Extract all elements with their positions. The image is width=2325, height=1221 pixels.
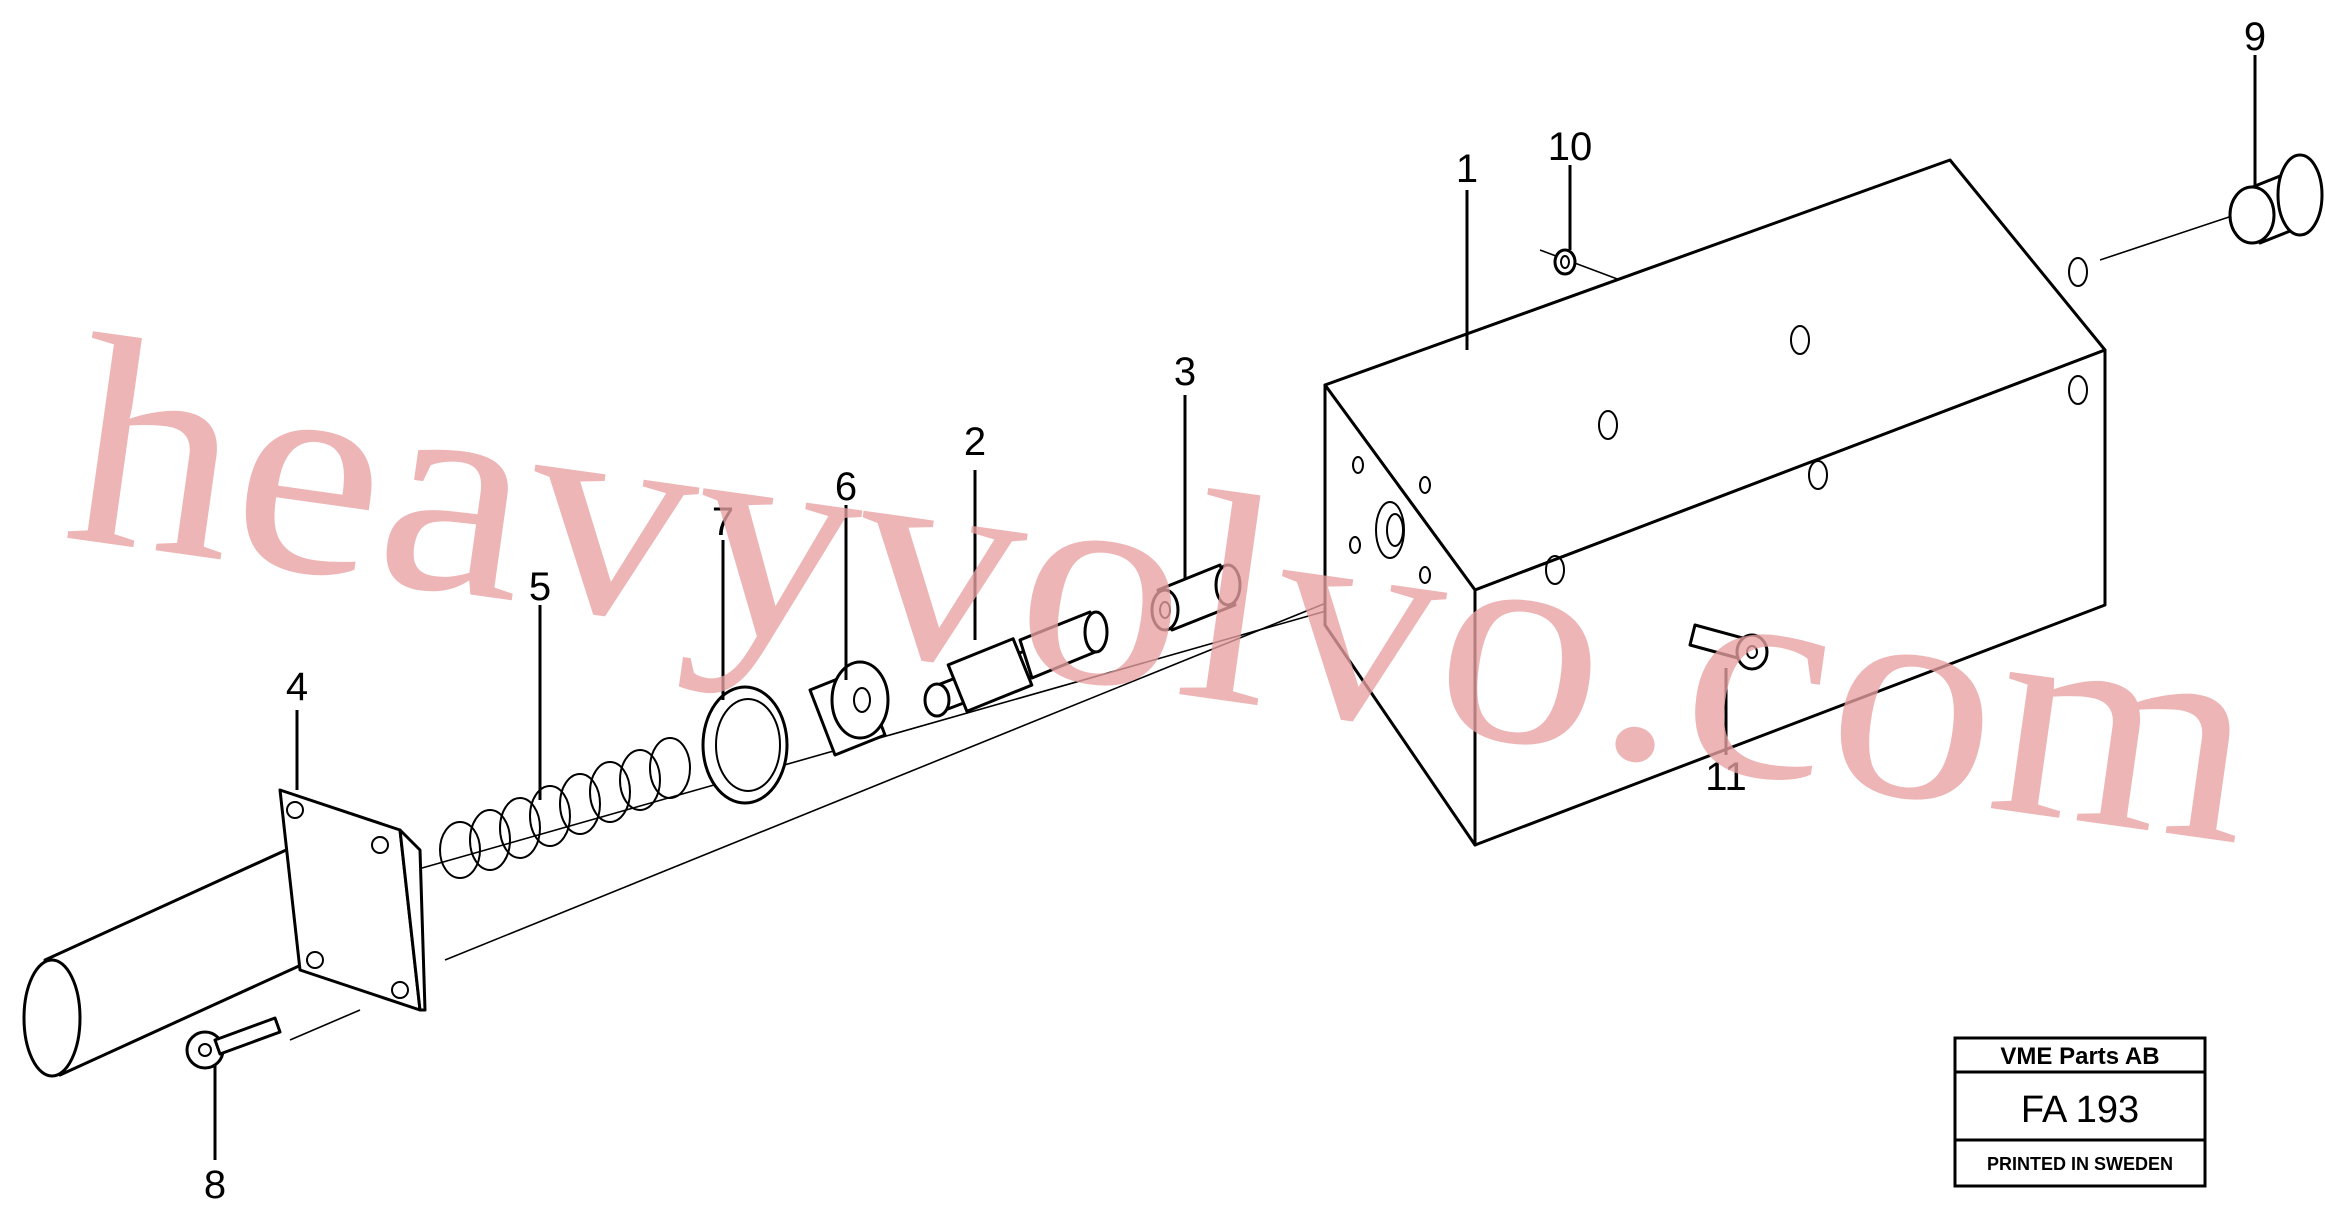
callout-4: 4 [286,665,308,709]
valve-housing [1323,158,2107,847]
valve-spool [923,610,1109,718]
seal-10 [1553,248,1577,276]
end-cover [22,788,427,1078]
plug-9 [2228,153,2324,245]
callout-9: 9 [2244,15,2266,59]
leader-lines [213,55,2257,1160]
callout-10: 10 [1548,125,1593,169]
title-block-code: FA 193 [2021,1089,2139,1131]
callout-8: 8 [204,1163,226,1207]
callouts: 1 2 3 4 5 6 7 8 9 10 11 [204,15,2266,1207]
o-ring [701,685,789,805]
callout-2: 2 [964,420,986,464]
spring [439,737,691,879]
washer [808,660,890,757]
valve-sleeve [1150,563,1242,632]
screw-8 [185,1016,282,1070]
title-block: VME Parts AB FA 193 PRINTED IN SWEDEN [1953,1036,2207,1188]
callout-7: 7 [712,500,734,544]
callout-1: 1 [1456,147,1478,191]
screw-11 [1688,623,1769,671]
callout-5: 5 [529,565,551,609]
callout-6: 6 [835,465,857,509]
callout-3: 3 [1174,350,1196,394]
title-block-printed: PRINTED IN SWEDEN [1987,1154,2173,1174]
title-block-company: VME Parts AB [2000,1043,2159,1070]
callout-11: 11 [1705,755,1747,799]
